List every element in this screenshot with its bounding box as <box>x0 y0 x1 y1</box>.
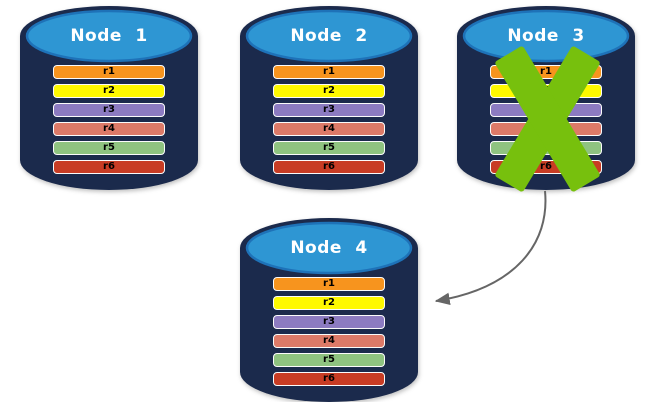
node-1-title: Node 1 <box>70 26 148 46</box>
failure-x-mark-icon <box>457 6 635 193</box>
row-r6: r6 <box>273 372 385 386</box>
row-r5: r5 <box>273 141 385 155</box>
cylinder-top <box>462 9 630 63</box>
node-1: Node 1 r1 r2 r3 r4 r5 r6 <box>20 6 198 190</box>
row-r5: r5 <box>53 141 165 155</box>
node-3-title: Node 3 <box>507 26 585 46</box>
row-r1: r1 <box>273 65 385 79</box>
node-3: Node 3 r1 r2 r3 r4 r5 r6 <box>457 6 635 193</box>
row-r1: r1 <box>53 65 165 79</box>
row-r2: r2 <box>53 84 165 98</box>
row-r5: r5 <box>273 353 385 367</box>
cylinder-top <box>245 9 413 63</box>
node-4-title: Node 4 <box>290 238 368 258</box>
row-r6: r6 <box>273 160 385 174</box>
row-r2: r2 <box>273 296 385 310</box>
row-r4: r4 <box>273 334 385 348</box>
row-r3: r3 <box>273 103 385 117</box>
row-r3: r3 <box>273 315 385 329</box>
row-r2: r2 <box>273 84 385 98</box>
row-r4: r4 <box>53 122 165 136</box>
cylinder-top <box>245 221 413 275</box>
arrow-curve <box>434 190 547 305</box>
node-2: Node 2 r1 r2 r3 r4 r5 r6 <box>240 6 418 190</box>
node-4-rows: r1 r2 r3 r4 r5 r6 <box>273 277 385 391</box>
row-r6: r6 <box>53 160 165 174</box>
node-2-rows: r1 r2 r3 r4 r5 r6 <box>273 65 385 179</box>
node-2-title: Node 2 <box>290 26 368 46</box>
row-r4: r4 <box>273 122 385 136</box>
row-r3: r3 <box>53 103 165 117</box>
cylinder-top <box>25 9 193 63</box>
node-1-rows: r1 r2 r3 r4 r5 r6 <box>53 65 165 179</box>
node-4: Node 4 r1 r2 r3 r4 r5 r6 <box>240 218 418 402</box>
row-r1: r1 <box>273 277 385 291</box>
